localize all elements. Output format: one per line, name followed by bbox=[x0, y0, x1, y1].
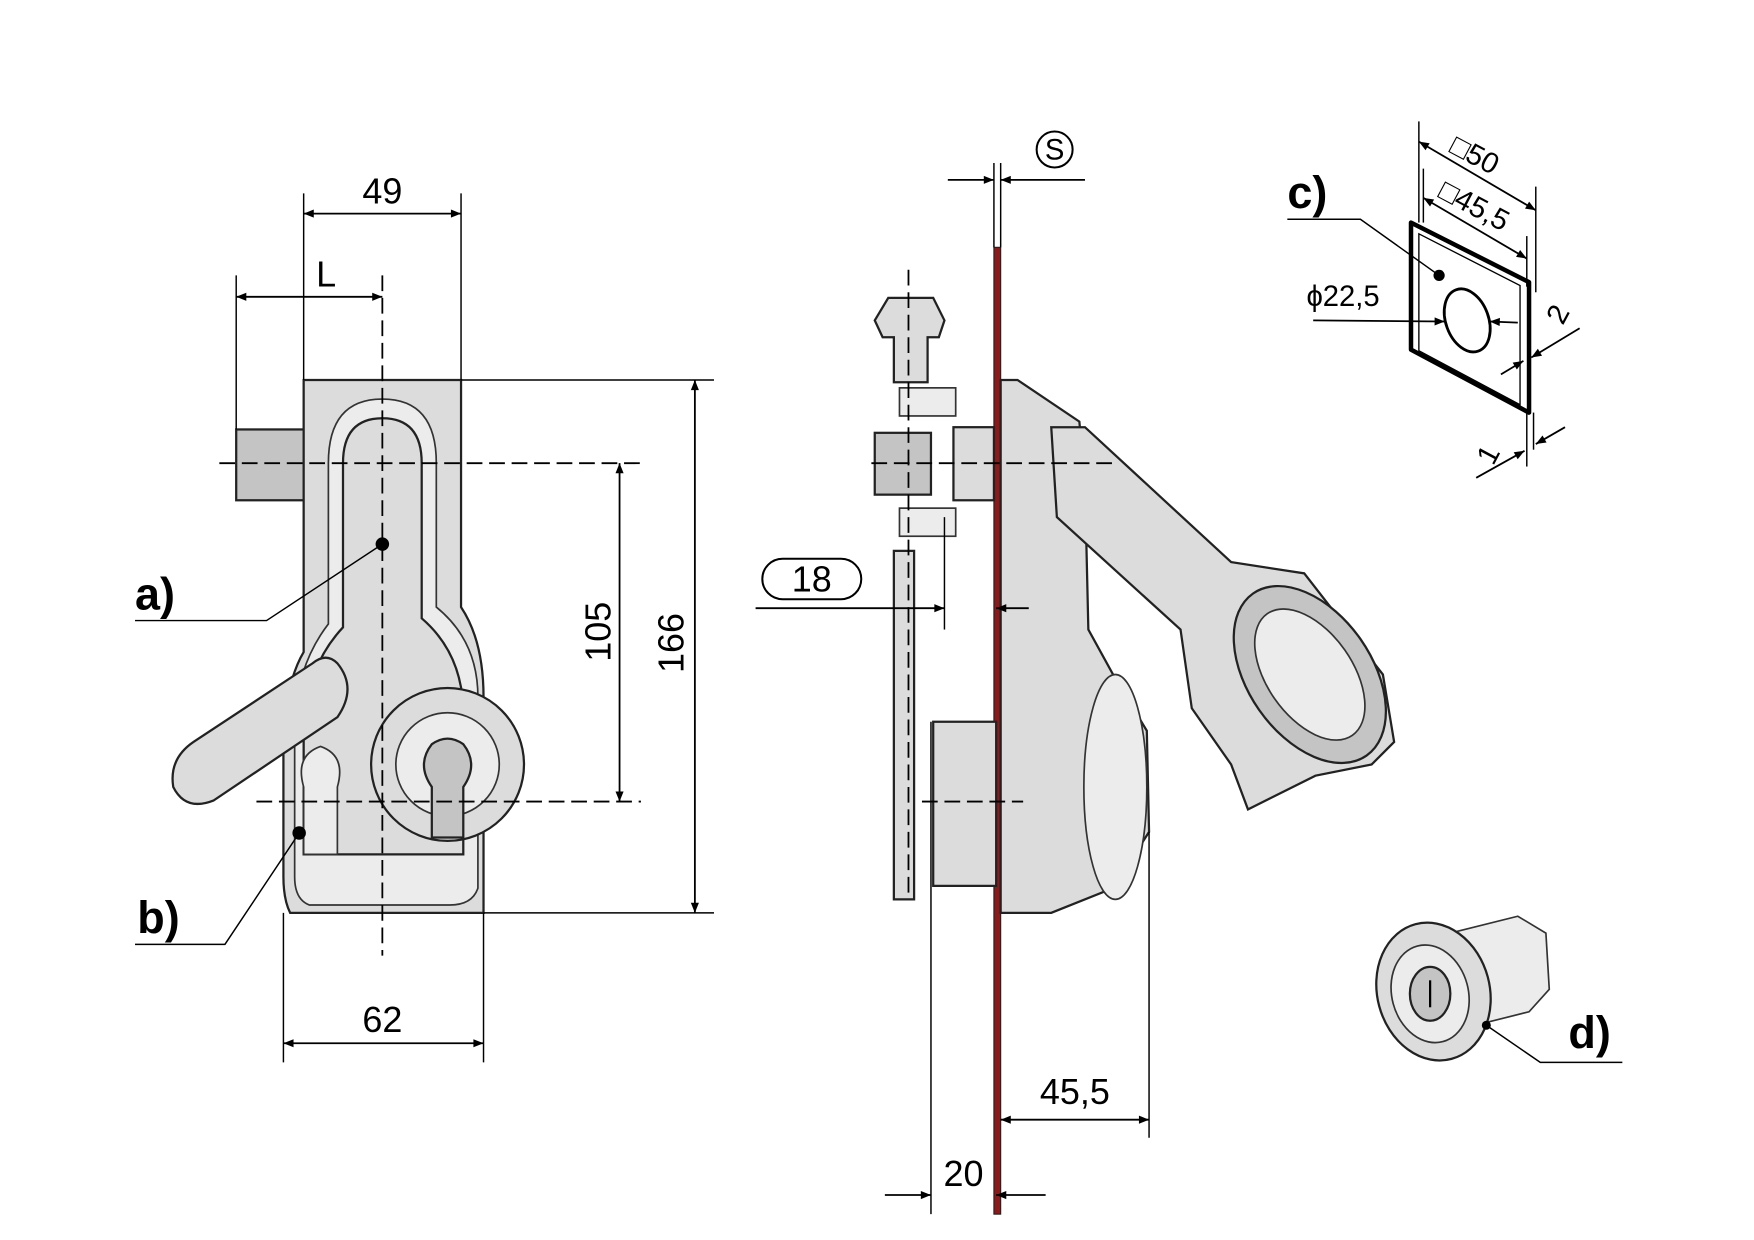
callout-dot-a bbox=[375, 537, 390, 551]
dimension-line-1 bbox=[1475, 450, 1525, 479]
dimension-line-1-right bbox=[1535, 426, 1566, 445]
dimension-105: 105 bbox=[578, 602, 619, 662]
key-head bbox=[873, 296, 946, 384]
dimension-L: L bbox=[316, 254, 336, 295]
cam-rod bbox=[892, 549, 916, 901]
dimension-18: 18 bbox=[792, 558, 832, 599]
dimension-line-diameter-right bbox=[1489, 317, 1518, 326]
leader-b bbox=[135, 832, 300, 946]
label-b: b) bbox=[137, 892, 179, 943]
seal-plate-inner bbox=[1418, 232, 1521, 406]
keyhole bbox=[422, 737, 473, 839]
lever-knob-inner bbox=[1253, 608, 1366, 741]
dimension-62: 62 bbox=[362, 999, 402, 1040]
side-view: S 18 45,5 20 bbox=[755, 130, 1396, 1215]
dimension-18-box bbox=[761, 557, 863, 601]
seal-detail: □50 □45,5 ϕ22,5 2 1 c) bbox=[1287, 121, 1581, 479]
dimension-square-50: □50 bbox=[1445, 130, 1504, 182]
dimension-diameter-22-5: ϕ22,5 bbox=[1306, 281, 1379, 313]
dimension-20: 20 bbox=[944, 1153, 984, 1194]
seal-hole bbox=[1442, 287, 1492, 354]
front-view: 49 L 166 105 62 a) b) bbox=[135, 170, 714, 1063]
cylinder-detail: d) bbox=[1375, 915, 1623, 1064]
dimension-1: 1 bbox=[1471, 440, 1507, 469]
dimension-line-diameter bbox=[1313, 317, 1445, 326]
seal-plate bbox=[1408, 220, 1532, 415]
dimension-line-45-5-seal bbox=[1422, 197, 1528, 260]
thickness-symbol-circle bbox=[1035, 130, 1074, 169]
thickness-S: S bbox=[1045, 135, 1065, 167]
leader-a bbox=[135, 543, 383, 622]
label-a: a) bbox=[135, 568, 175, 619]
leader-c bbox=[1287, 218, 1440, 277]
latch-tongue bbox=[235, 428, 308, 502]
leader-d bbox=[1485, 1024, 1623, 1064]
label-d: d) bbox=[1568, 1007, 1610, 1058]
dimension-line-2 bbox=[1530, 327, 1581, 359]
label-c: c) bbox=[1287, 167, 1327, 218]
dimension-line-2-inner bbox=[1500, 360, 1524, 376]
secondary-keyhole bbox=[300, 745, 341, 856]
lever-handle bbox=[171, 656, 349, 805]
dimension-2: 2 bbox=[1541, 300, 1577, 329]
cylinder-face-side bbox=[1083, 673, 1148, 901]
dimension-166: 166 bbox=[651, 613, 692, 673]
dimension-45-5: 45,5 bbox=[1040, 1071, 1110, 1112]
cylinder-housing-back bbox=[932, 720, 998, 887]
dimension-49: 49 bbox=[362, 170, 402, 211]
